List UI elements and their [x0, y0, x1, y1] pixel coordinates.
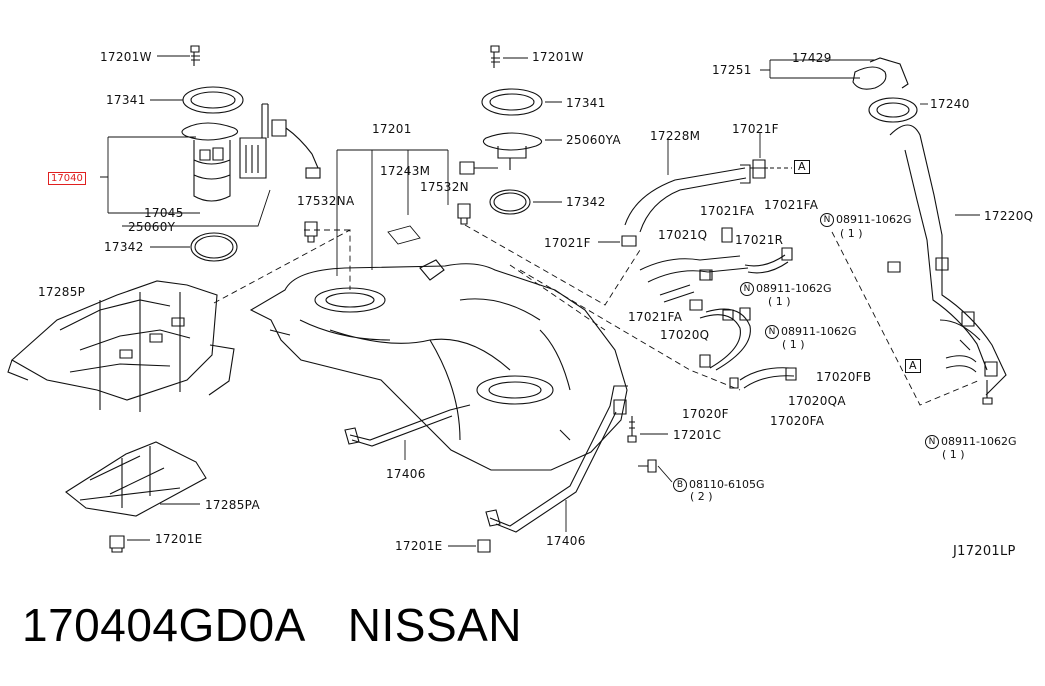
callout-qty: ( 1 ) — [782, 338, 805, 351]
label-17021fa-c: 17021FA — [628, 310, 683, 324]
marker-a-bottom: A — [905, 359, 921, 373]
label-17201c: 17201C — [673, 428, 722, 442]
circled-letter: N — [820, 213, 834, 227]
label-17021f-left: 17021F — [544, 236, 591, 250]
label-17040-highlighted[interactable]: 17040 — [48, 172, 86, 185]
circled-letter: B — [673, 478, 687, 492]
fuel-tank-17201 — [249, 259, 628, 471]
diagram-reference-code: J17201LP — [953, 544, 1016, 559]
callout-code: 08911-1062G — [836, 213, 912, 226]
heat-shield-17285p — [7, 280, 235, 412]
callout-code: 08911-1062G — [756, 282, 832, 295]
hose-17021r — [744, 247, 793, 274]
strap-17406-left — [344, 404, 471, 447]
clip-17021f-left — [598, 235, 637, 247]
filler-cap-17251 — [852, 57, 909, 90]
bolt-17201c — [627, 416, 668, 443]
label-17020f: 17020F — [682, 407, 729, 421]
label-17228m: 17228M — [650, 129, 701, 143]
label-17020fb: 17020FB — [816, 370, 872, 384]
callout-qty: ( 2 ) — [690, 490, 713, 503]
label-17021q: 17021Q — [658, 228, 708, 242]
hose-17020q — [699, 307, 751, 371]
callout-qty: ( 1 ) — [840, 227, 863, 240]
label-17342-left: 17342 — [104, 240, 144, 254]
label-17406-right: 17406 — [546, 534, 586, 548]
circled-letter: N — [740, 282, 754, 296]
label-17201: 17201 — [372, 122, 412, 136]
dashed-assembly-lines — [213, 224, 981, 406]
bolt-08911-right — [982, 380, 993, 405]
nut-17201e-left — [109, 535, 150, 553]
heat-shield-17285pa — [65, 441, 207, 517]
strap-17406-right — [485, 385, 628, 533]
label-17021fa-a: 17021FA — [700, 204, 755, 218]
label-17251: 17251 — [712, 63, 752, 77]
fuel-pump-assembly-right — [459, 45, 562, 215]
label-17021fa-b: 17021FA — [764, 198, 819, 212]
callout-code: 08110-6105G — [689, 478, 765, 491]
fuel-pump-assembly-left — [181, 45, 321, 262]
label-17341-left: 17341 — [106, 93, 146, 107]
label-17021f-top: 17021F — [732, 122, 779, 136]
hose-17021q — [639, 255, 749, 303]
label-17201e-left: 17201E — [155, 532, 203, 546]
callout-code: 08911-1062G — [941, 435, 1017, 448]
label-17285p: 17285P — [38, 285, 86, 299]
clip-17021fa — [689, 227, 733, 311]
label-17201w-left: 17201W — [100, 50, 152, 64]
brand-name: NISSAN — [347, 599, 523, 651]
label-25060y: 25060Y — [128, 220, 176, 234]
label-17020qa: 17020QA — [788, 394, 846, 408]
leader-17201 — [336, 149, 449, 276]
callout-qty: ( 1 ) — [768, 295, 791, 308]
callout-code: 08911-1062G — [781, 325, 857, 338]
label-17285pa: 17285PA — [205, 498, 260, 512]
label-17429: 17429 — [792, 51, 832, 65]
label-17020q: 17020Q — [660, 328, 710, 342]
nut-08911 — [699, 261, 901, 321]
callout-qty: ( 1 ) — [942, 448, 965, 461]
label-17201e-right: 17201E — [395, 539, 443, 553]
label-17045: 17045 — [144, 206, 184, 220]
hose-17228m — [624, 164, 751, 233]
label-17341-right: 17341 — [566, 96, 606, 110]
part-caption: 170404GD0A NISSAN — [22, 598, 522, 652]
filler-tube-17220q — [889, 124, 1007, 396]
label-17020fa: 17020FA — [770, 414, 825, 428]
label-17243m: 17243M — [380, 164, 431, 178]
nut-17201e-right — [448, 539, 491, 553]
filler-neck-17240 — [868, 97, 928, 123]
label-17406-left: 17406 — [386, 467, 426, 481]
marker-a-top: A — [794, 160, 810, 174]
label-25060ya: 25060YA — [566, 133, 621, 147]
label-17532n: 17532N — [420, 180, 469, 194]
label-17342-right: 17342 — [566, 195, 606, 209]
label-17021r: 17021R — [735, 233, 784, 247]
hose-17020qa — [729, 367, 797, 389]
clip-17532n — [457, 203, 471, 225]
label-17201w-right: 17201W — [532, 50, 584, 64]
leader-17251 — [760, 59, 875, 79]
clip-17021f-top — [750, 159, 792, 179]
leader-lines-left — [100, 55, 271, 248]
label-17240: 17240 — [930, 97, 970, 111]
circled-letter: N — [765, 325, 779, 339]
part-number: 170404GD0A — [22, 599, 306, 651]
circled-letter: N — [925, 435, 939, 449]
label-17532na: 17532NA — [297, 194, 355, 208]
label-17220q: 17220Q — [984, 209, 1034, 223]
bolt-08110 — [638, 459, 673, 483]
clip-17532na — [304, 221, 318, 243]
fuel-tank-parts-diagram — [7, 45, 1007, 553]
